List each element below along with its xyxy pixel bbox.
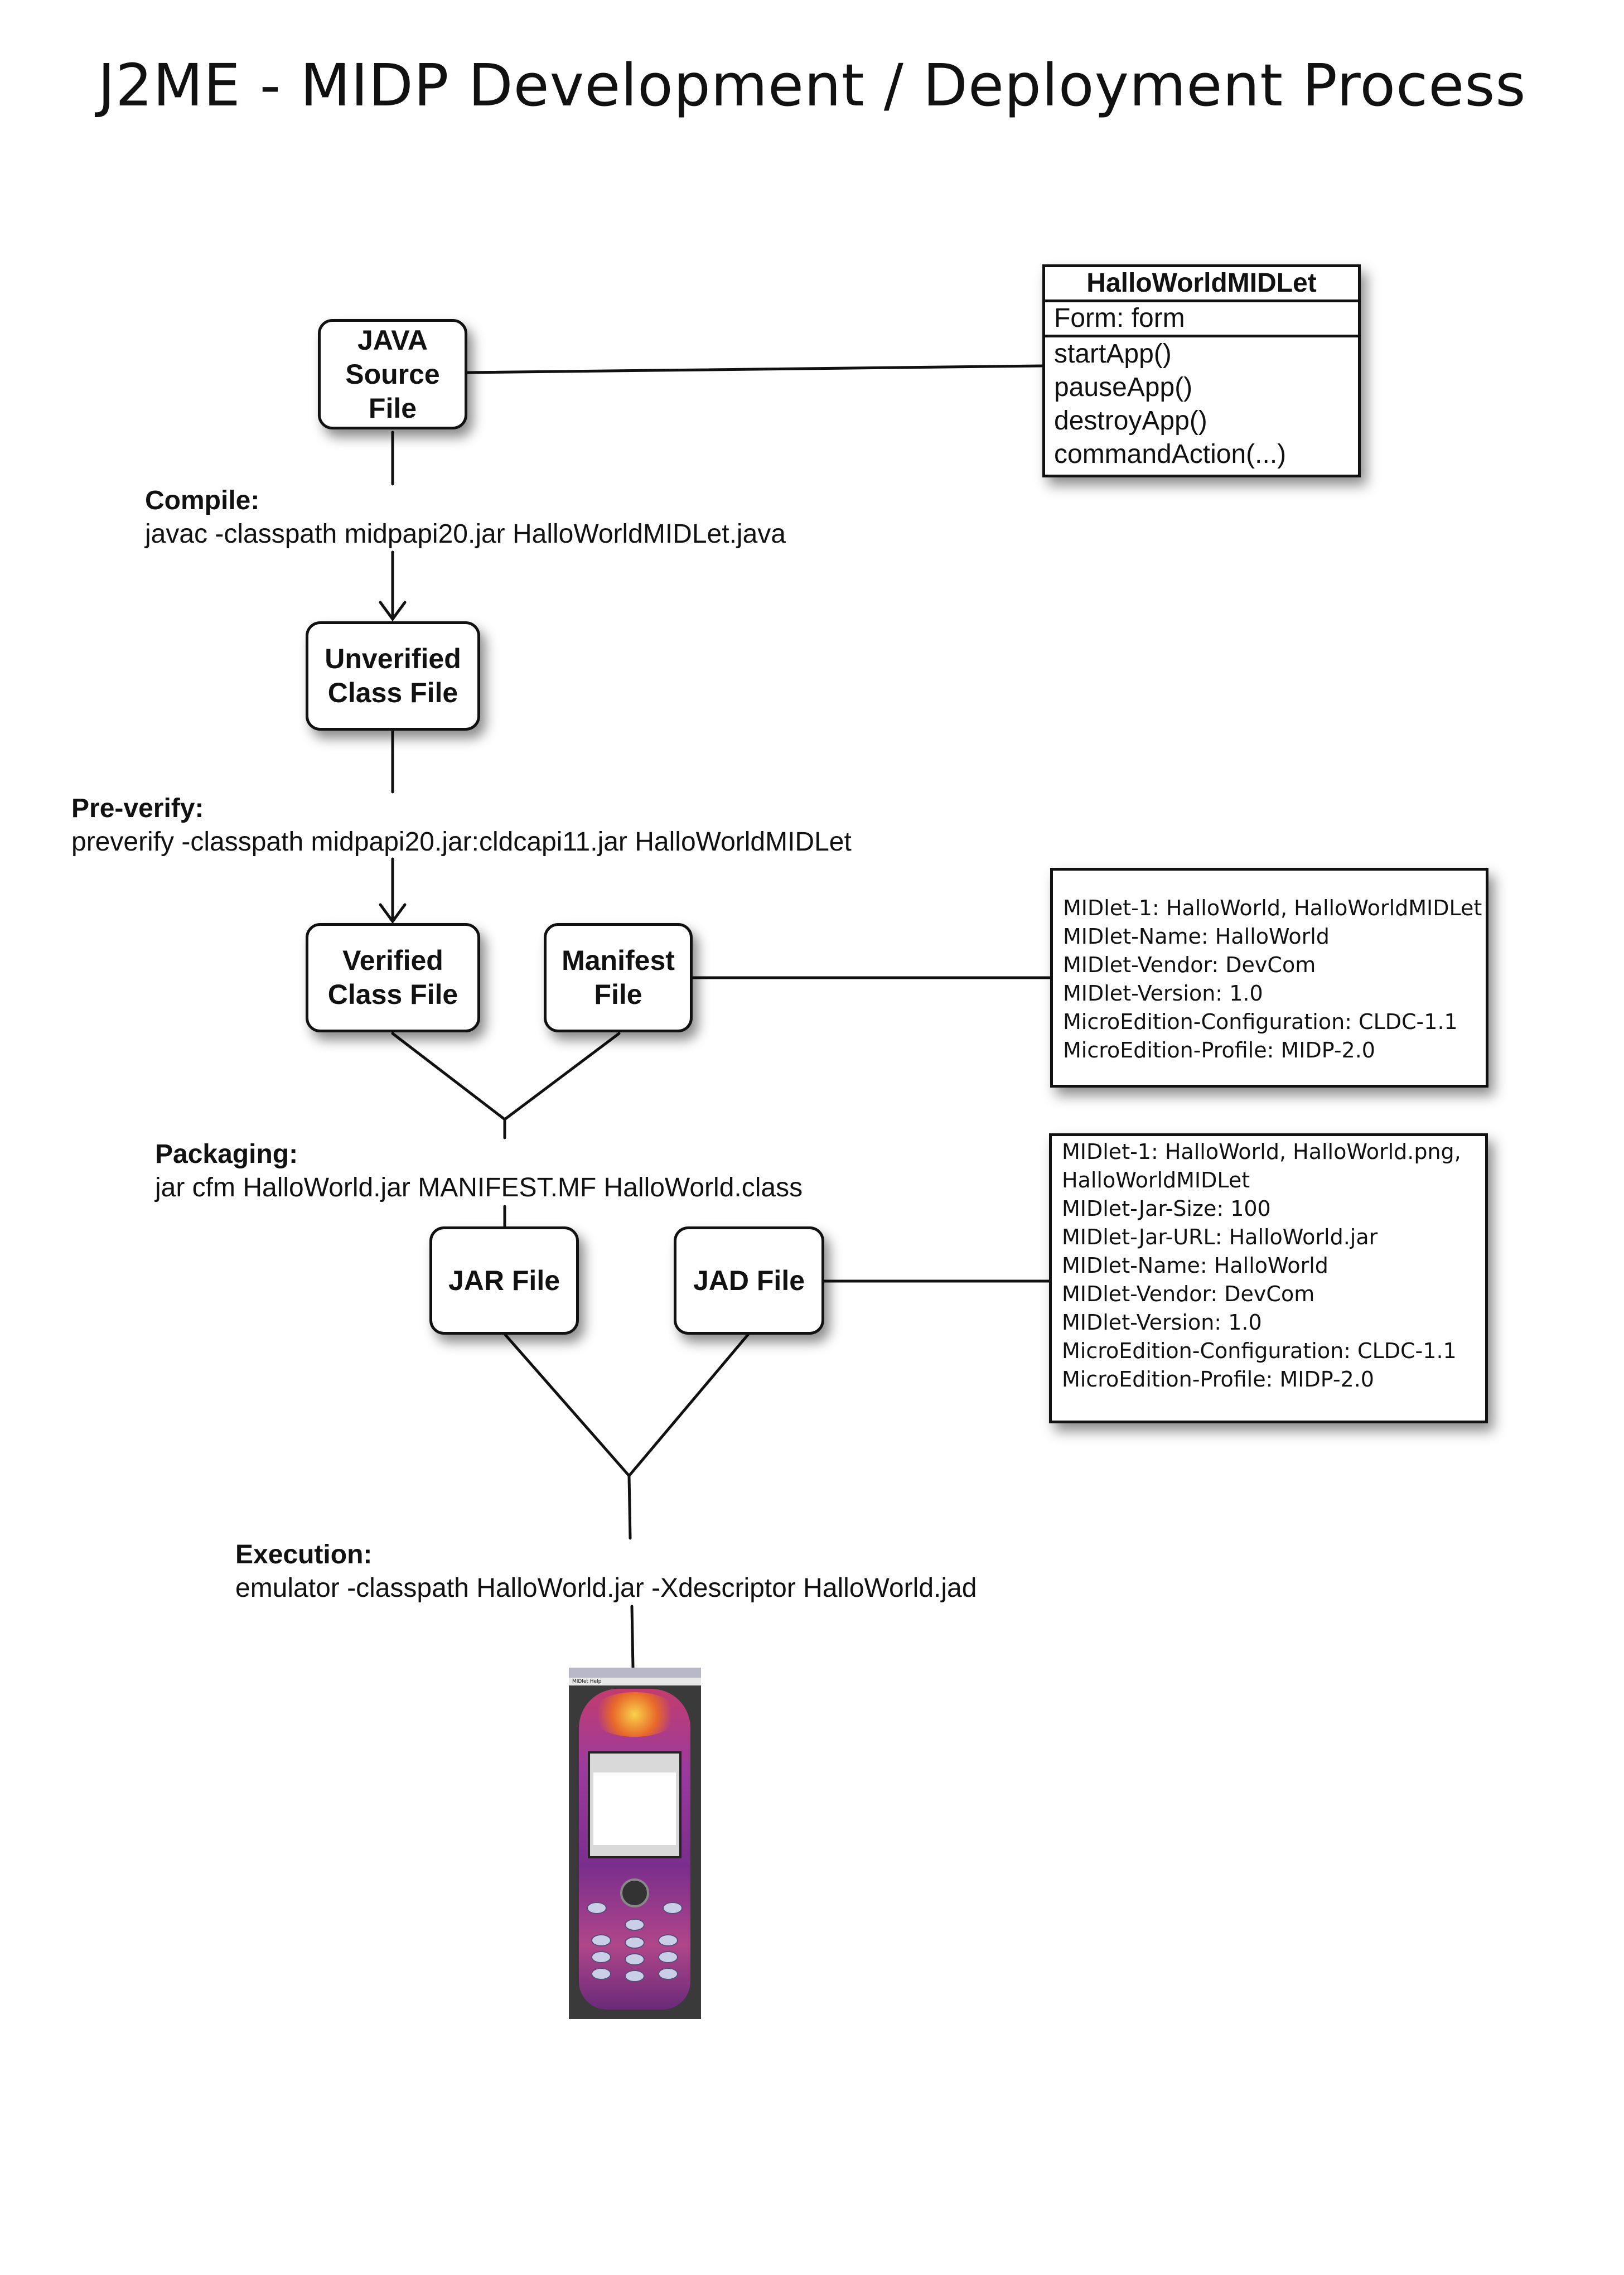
verified-class-file-node: Verified Class File bbox=[306, 923, 480, 1032]
step-label: Pre-verify: bbox=[71, 794, 204, 823]
uml-attribute: Form: form bbox=[1045, 302, 1358, 337]
node-line: JAD File bbox=[693, 1264, 805, 1296]
packaging-step: Packaging: jar cfm HalloWorld.jar MANIFE… bbox=[155, 1138, 803, 1205]
emulator-titlebar bbox=[569, 1668, 701, 1678]
line-source-to-class bbox=[465, 364, 1044, 374]
step-command: jar cfm HalloWorld.jar MANIFEST.MF Hallo… bbox=[155, 1173, 803, 1202]
node-line: File bbox=[368, 392, 417, 424]
phone-key-icon bbox=[591, 1968, 611, 1980]
node-line: JAVA bbox=[357, 324, 428, 356]
note-line: MicroEdition-Profile: MIDP-2.0 bbox=[1063, 1038, 1375, 1062]
node-line: Manifest bbox=[562, 945, 675, 976]
node-line: Class File bbox=[327, 979, 458, 1010]
note-line: MIDlet-1: HalloWorld, HalloWorldMIDLet bbox=[1063, 896, 1482, 920]
note-line: MIDlet-1: HalloWorld, HalloWorld.png, bbox=[1062, 1139, 1461, 1164]
line-jar-merge bbox=[503, 1332, 631, 1477]
node-line: JAR File bbox=[448, 1264, 560, 1296]
note-line: MIDlet-Jar-URL: HalloWorld.jar bbox=[1062, 1225, 1378, 1249]
step-label: Packaging: bbox=[155, 1139, 298, 1169]
uml-operation: destroyApp() bbox=[1054, 406, 1207, 436]
uml-class-name: HalloWorldMIDLet bbox=[1045, 267, 1358, 302]
note-line: MIDlet-Vendor: DevCom bbox=[1062, 1282, 1315, 1306]
line-jad-merge bbox=[627, 1332, 750, 1477]
step-label: Compile: bbox=[145, 486, 260, 515]
note-line: MIDlet-Version: 1.0 bbox=[1062, 1310, 1262, 1335]
step-command: emulator -classpath HalloWorld.jar -Xdes… bbox=[235, 1573, 977, 1603]
note-line: HalloWorldMIDLet bbox=[1062, 1168, 1250, 1192]
uml-class-box: HalloWorldMIDLet Form: form startApp() p… bbox=[1042, 264, 1361, 477]
note-line: MicroEdition-Configuration: CLDC-1.1 bbox=[1062, 1339, 1457, 1363]
phone-key-icon bbox=[625, 1936, 645, 1949]
compile-step: Compile: javac -classpath midpapi20.jar … bbox=[145, 484, 786, 551]
manifest-file-node: Manifest File bbox=[544, 923, 693, 1032]
phone-body bbox=[579, 1689, 690, 2010]
line-manifest-merge bbox=[503, 1032, 621, 1121]
phone-key-icon bbox=[658, 1951, 678, 1963]
unverified-class-file-node: Unverified Class File bbox=[306, 621, 480, 731]
uml-operations: startApp() pauseApp() destroyApp() comma… bbox=[1045, 337, 1358, 475]
phone-flame-decoration bbox=[590, 1692, 679, 1737]
phone-key-icon bbox=[663, 1902, 683, 1914]
manifest-note: MIDlet-1: HalloWorld, HalloWorldMIDLet M… bbox=[1050, 868, 1488, 1088]
node-line: Unverified bbox=[325, 643, 461, 674]
phone-screen-content bbox=[593, 1772, 676, 1845]
phone-screen bbox=[588, 1751, 682, 1858]
step-label: Execution: bbox=[235, 1540, 373, 1569]
node-line: Class File bbox=[327, 677, 458, 708]
java-source-file-node: JAVA Source File bbox=[318, 319, 467, 429]
uml-operation: commandAction(...) bbox=[1054, 439, 1287, 469]
line-verified-merge bbox=[391, 1032, 506, 1121]
phone-key-icon bbox=[625, 1970, 645, 1982]
jad-note: MIDlet-1: HalloWorld, HalloWorld.png, Ha… bbox=[1049, 1133, 1488, 1423]
phone-key-icon bbox=[625, 1953, 645, 1965]
note-line: MicroEdition-Profile: MIDP-2.0 bbox=[1062, 1367, 1374, 1392]
node-line: File bbox=[594, 979, 642, 1010]
phone-nav-key-icon bbox=[620, 1878, 649, 1907]
node-line: Source bbox=[345, 358, 440, 390]
note-line: MIDlet-Name: HalloWorld bbox=[1062, 1253, 1328, 1278]
note-line: MicroEdition-Configuration: CLDC-1.1 bbox=[1063, 1009, 1458, 1034]
note-line: MIDlet-Jar-Size: 100 bbox=[1062, 1196, 1271, 1221]
phone-key-icon bbox=[658, 1968, 678, 1980]
preverify-step: Pre-verify: preverify -classpath midpapi… bbox=[71, 792, 852, 859]
note-line: MIDlet-Version: 1.0 bbox=[1063, 981, 1263, 1006]
note-line: MIDlet-Name: HalloWorld bbox=[1063, 924, 1330, 949]
phone-key-icon bbox=[591, 1951, 611, 1963]
phone-key-icon bbox=[587, 1902, 607, 1914]
step-command: javac -classpath midpapi20.jar HalloWorl… bbox=[145, 519, 786, 549]
emulator-phone-image: MIDlet Help bbox=[569, 1668, 701, 2019]
emulator-menubar: MIDlet Help bbox=[569, 1678, 701, 1685]
phone-key-icon bbox=[591, 1934, 611, 1946]
phone-key-icon bbox=[625, 1919, 645, 1931]
jar-file-node: JAR File bbox=[429, 1226, 579, 1335]
note-line: MIDlet-Vendor: DevCom bbox=[1063, 953, 1316, 977]
uml-operation: startApp() bbox=[1054, 339, 1172, 369]
phone-key-icon bbox=[658, 1934, 678, 1946]
uml-operation: pauseApp() bbox=[1054, 373, 1193, 402]
diagram-title: J2ME - MIDP Development / Deployment Pro… bbox=[98, 51, 1526, 119]
step-command: preverify -classpath midpapi20.jar:cldca… bbox=[71, 827, 852, 857]
jad-file-node: JAD File bbox=[674, 1226, 824, 1335]
execution-step: Execution: emulator -classpath HalloWorl… bbox=[235, 1538, 977, 1605]
node-line: Verified bbox=[342, 945, 443, 976]
line-execution-to-emulator bbox=[630, 1605, 635, 1669]
line-merge-to-execution bbox=[627, 1474, 632, 1540]
